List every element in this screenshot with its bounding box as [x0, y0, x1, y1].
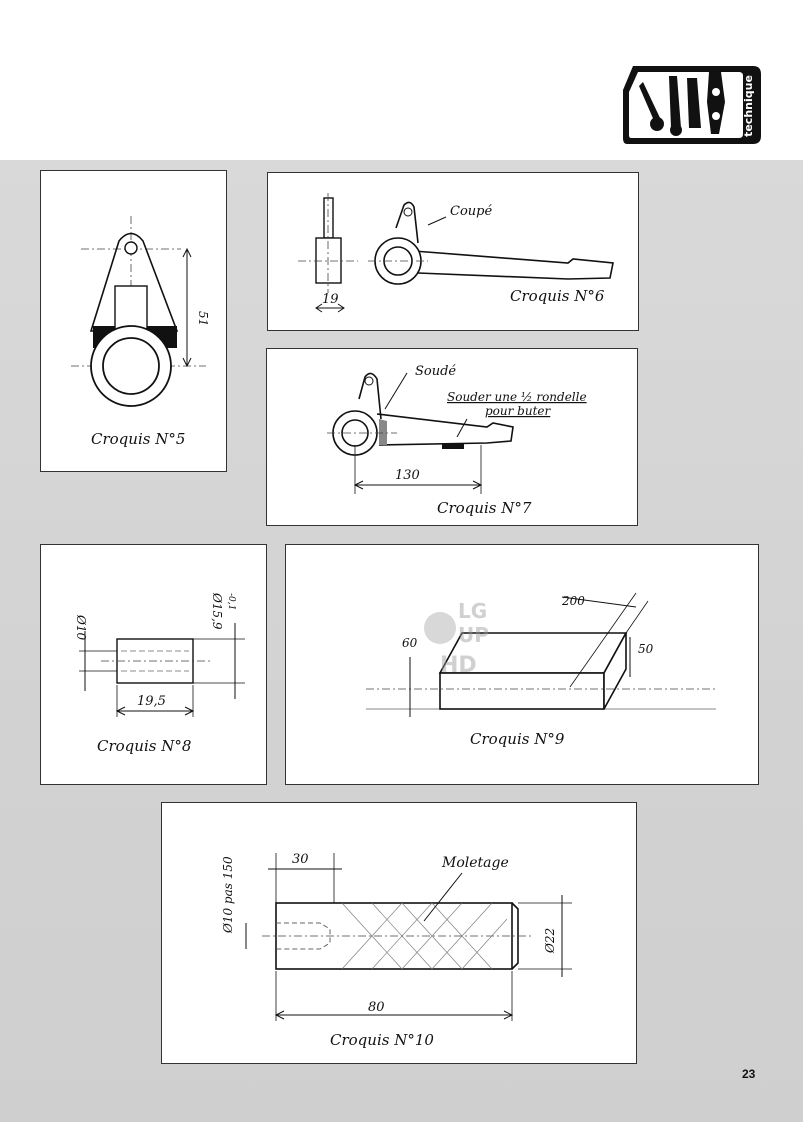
sketch-5-caption: Croquis N°5 [91, 430, 185, 448]
sketch-9-dim-length: 200 [561, 594, 585, 608]
sketch-9-dim-width: 50 [638, 642, 654, 656]
sketch-9-dim-height: 60 [402, 636, 418, 650]
sketch-7-panel: 130 Soudé Souder une ½ rondelle pour but… [266, 348, 638, 526]
sketch-6-caption: Croquis N°6 [510, 287, 605, 305]
sketch-10-caption: Croquis N°10 [330, 1031, 434, 1049]
sketch-8-dim-tol: -0,1 [226, 593, 236, 610]
watermark-line-1: LG [458, 599, 487, 623]
sketch-10-panel: 30 Ø10 pas 150 Moletage Ø22 80 Croquis N… [161, 802, 637, 1064]
sketch-10-dim-thread: Ø10 pas 150 [221, 856, 235, 934]
sketch-7-caption: Croquis N°7 [437, 499, 532, 517]
sketch-10-dim-length: 80 [368, 1000, 385, 1015]
watermark: LG UP HD [420, 598, 500, 680]
sketch-10-dim-diam: Ø22 [543, 928, 557, 954]
sketch-8-panel: Ø10 Ø15,9 -0,1 19,5 Croquis N°8 [40, 544, 267, 785]
sketch-7-label-weld: Soudé [415, 364, 456, 379]
sketch-9-panel: 60 200 50 Croquis N°9 [285, 544, 759, 785]
page-number: 23 [742, 1067, 756, 1081]
sketch-8-caption: Croquis N°8 [97, 737, 191, 755]
logo-label: technique [742, 75, 755, 137]
watermark-line-3: HD [440, 653, 477, 678]
sketch-8-dim-length: 19,5 [137, 694, 166, 709]
sketch-10-label-knurl: Moletage [441, 855, 509, 871]
tools-icon [639, 72, 725, 136]
sketch-10-dim-head: 30 [292, 852, 309, 867]
sketch-7-label-washer-1: Souder une ½ rondelle [447, 390, 587, 404]
sketch-8-dim-outer: Ø15,9 [210, 592, 224, 630]
watermark-line-2: UP [458, 623, 489, 647]
sketch-7-dimension: 130 [395, 468, 420, 483]
sketch-5-panel: 51 Croquis N°5 [40, 170, 227, 472]
sketch-6-dimension: 19 [322, 292, 339, 307]
technique-logo: technique [621, 62, 764, 146]
sketch-5-dimension: 51 [196, 311, 210, 326]
sketch-6-label-cut: Coupé [450, 204, 492, 219]
sketch-7-label-washer-2: pour buter [485, 404, 552, 418]
sketch-6-panel: 19 Coupé Croquis N°6 [267, 172, 639, 331]
sketch-8-dim-inner: Ø10 [74, 614, 88, 640]
sketch-9-caption: Croquis N°9 [470, 730, 565, 748]
